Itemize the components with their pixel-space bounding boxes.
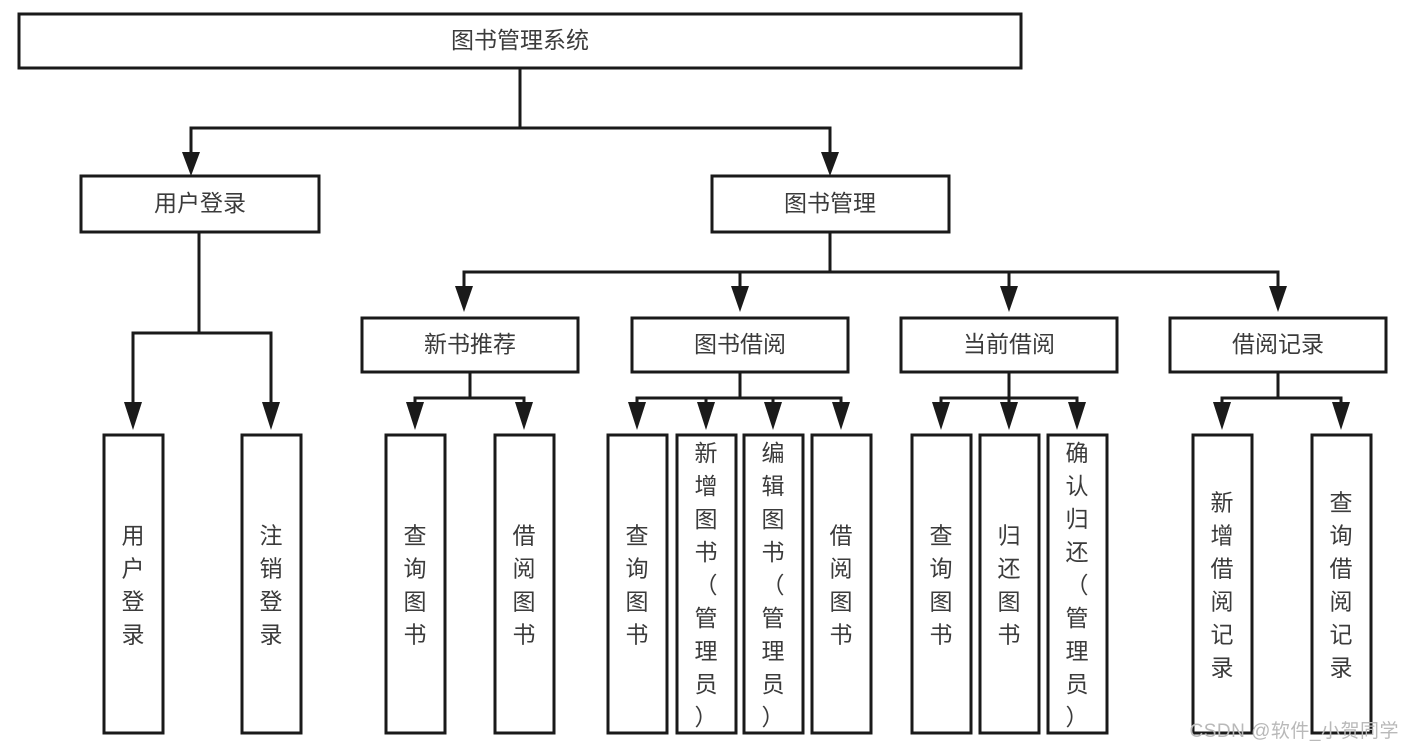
leaf-node-record-query-box[interactable]: [1310, 433, 1373, 735]
arrow-current-leaf-3: [1068, 402, 1086, 430]
leaf-node-logout-label: 注销登录: [260, 523, 283, 648]
leaf-node-recommend-borrow-book-box[interactable]: [493, 433, 556, 735]
csdn-watermark: CSDN @软件_小贺同学: [1189, 721, 1399, 742]
leaf-node-current-confirm-return-label: 确认归还（管理员）: [1066, 440, 1089, 730]
arrow-borrow-leaf-4: [832, 402, 850, 430]
leaf-node-borrow-edit-book-label: 编辑图书（管理员）: [762, 440, 785, 730]
arrow-current-leaf-1: [932, 402, 950, 430]
node-book-borrow[interactable]: 图书借阅: [630, 316, 850, 374]
leaf-node-current-query-book[interactable]: 查询图书: [910, 433, 973, 735]
leaf-node-borrow-edit-book[interactable]: 编辑图书（管理员）: [742, 433, 805, 735]
arrow-to-recommend: [455, 286, 473, 312]
leaf-node-recommend-query-book-label: 查询图书: [404, 523, 427, 648]
leaf-node-borrow-borrow-book-label: 借阅图书: [830, 523, 853, 648]
leaf-node-borrow-query-book[interactable]: 查询图书: [606, 433, 669, 735]
arrowheads: [124, 152, 1350, 430]
leaf-node-user-login-label: 用户登录: [122, 523, 145, 648]
leaf-node-borrow-add-book[interactable]: 新增图书（管理员）: [675, 433, 738, 735]
arrow-to-leaf-logout: [262, 402, 280, 430]
arrow-to-book-mgmt: [821, 152, 839, 176]
leaf-node-borrow-query-book-box[interactable]: [606, 433, 669, 735]
arrow-borrow-leaf-2: [697, 402, 715, 430]
node-borrow-record-label: 借阅记录: [1232, 331, 1324, 357]
arrow-recommend-leaf-2: [515, 402, 533, 430]
leaf-node-record-query-label: 查询借阅记录: [1330, 490, 1353, 681]
node-new-book-recommend-label: 新书推荐: [424, 331, 516, 357]
node-user-login[interactable]: 用户登录: [79, 174, 321, 234]
leaf-node-user-login[interactable]: 用户登录: [102, 433, 165, 735]
arrow-recommend-leaf-1: [406, 402, 424, 430]
node-book-management-box[interactable]: [710, 174, 951, 234]
arrow-to-leaf-user-login: [124, 402, 142, 430]
node-book-management[interactable]: 图书管理: [710, 174, 951, 234]
leaf-node-borrow-edit-book-box[interactable]: [742, 433, 805, 735]
leaf-node-logout-box[interactable]: [240, 433, 303, 735]
arrow-to-record: [1269, 286, 1287, 312]
node-user-login-label: 用户登录: [154, 190, 246, 216]
node-current-borrow-label: 当前借阅: [963, 331, 1055, 357]
node-book-management-label: 图书管理: [784, 190, 876, 216]
leaf-node-current-return-book-box[interactable]: [978, 433, 1041, 735]
node-borrow-record-box[interactable]: [1168, 316, 1388, 374]
leaf-node-record-query[interactable]: 查询借阅记录: [1310, 433, 1373, 735]
leaf-node-user-login-box[interactable]: [102, 433, 165, 735]
arrow-to-user-login: [182, 152, 200, 176]
node-borrow-record[interactable]: 借阅记录: [1168, 316, 1388, 374]
leaf-node-logout[interactable]: 注销登录: [240, 433, 303, 735]
leaf-node-borrow-borrow-book[interactable]: 借阅图书: [810, 433, 873, 735]
leaf-node-recommend-query-book-box[interactable]: [384, 433, 447, 735]
leaf-node-current-return-book[interactable]: 归还图书: [978, 433, 1041, 735]
leaf-node-current-query-book-box[interactable]: [910, 433, 973, 735]
node-book-borrow-label: 图书借阅: [694, 331, 786, 357]
node-root-label: 图书管理系统: [451, 27, 589, 53]
leaf-node-borrow-add-book-box[interactable]: [675, 433, 738, 735]
leaf-node-borrow-query-book-label: 查询图书: [626, 523, 649, 648]
leaf-node-current-confirm-return-box[interactable]: [1046, 433, 1109, 735]
arrow-borrow-leaf-1: [628, 402, 646, 430]
leaf-node-recommend-query-book[interactable]: 查询图书: [384, 433, 447, 735]
node-book-borrow-box[interactable]: [630, 316, 850, 374]
node-new-book-recommend-box[interactable]: [360, 316, 580, 374]
leaf-node-record-add-box[interactable]: [1191, 433, 1254, 735]
arrow-record-leaf-2: [1332, 402, 1350, 430]
node-current-borrow-box[interactable]: [899, 316, 1119, 374]
arrow-current-leaf-2: [1000, 402, 1018, 430]
leaf-node-record-add[interactable]: 新增借阅记录: [1191, 433, 1254, 735]
arrow-to-current: [1000, 286, 1018, 312]
arrow-borrow-leaf-3: [764, 402, 782, 430]
node-new-book-recommend[interactable]: 新书推荐: [360, 316, 580, 374]
leaf-node-current-return-book-label: 归还图书: [998, 523, 1021, 648]
leaf-node-record-add-label: 新增借阅记录: [1211, 490, 1234, 681]
arrow-record-leaf-1: [1213, 402, 1231, 430]
leaf-node-recommend-borrow-book[interactable]: 借阅图书: [493, 433, 556, 735]
leaf-node-borrow-borrow-book-box[interactable]: [810, 433, 873, 735]
arrow-to-borrow: [731, 286, 749, 312]
leaf-node-current-confirm-return[interactable]: 确认归还（管理员）: [1046, 433, 1109, 735]
leaf-node-borrow-add-book-label: 新增图书（管理员）: [695, 440, 718, 730]
leaf-node-recommend-borrow-book-label: 借阅图书: [513, 523, 536, 648]
node-root-box[interactable]: [17, 12, 1023, 70]
node-root[interactable]: 图书管理系统: [17, 12, 1023, 70]
leaf-node-current-query-book-label: 查询图书: [930, 523, 953, 648]
node-current-borrow[interactable]: 当前借阅: [899, 316, 1119, 374]
node-user-login-box[interactable]: [79, 174, 321, 234]
